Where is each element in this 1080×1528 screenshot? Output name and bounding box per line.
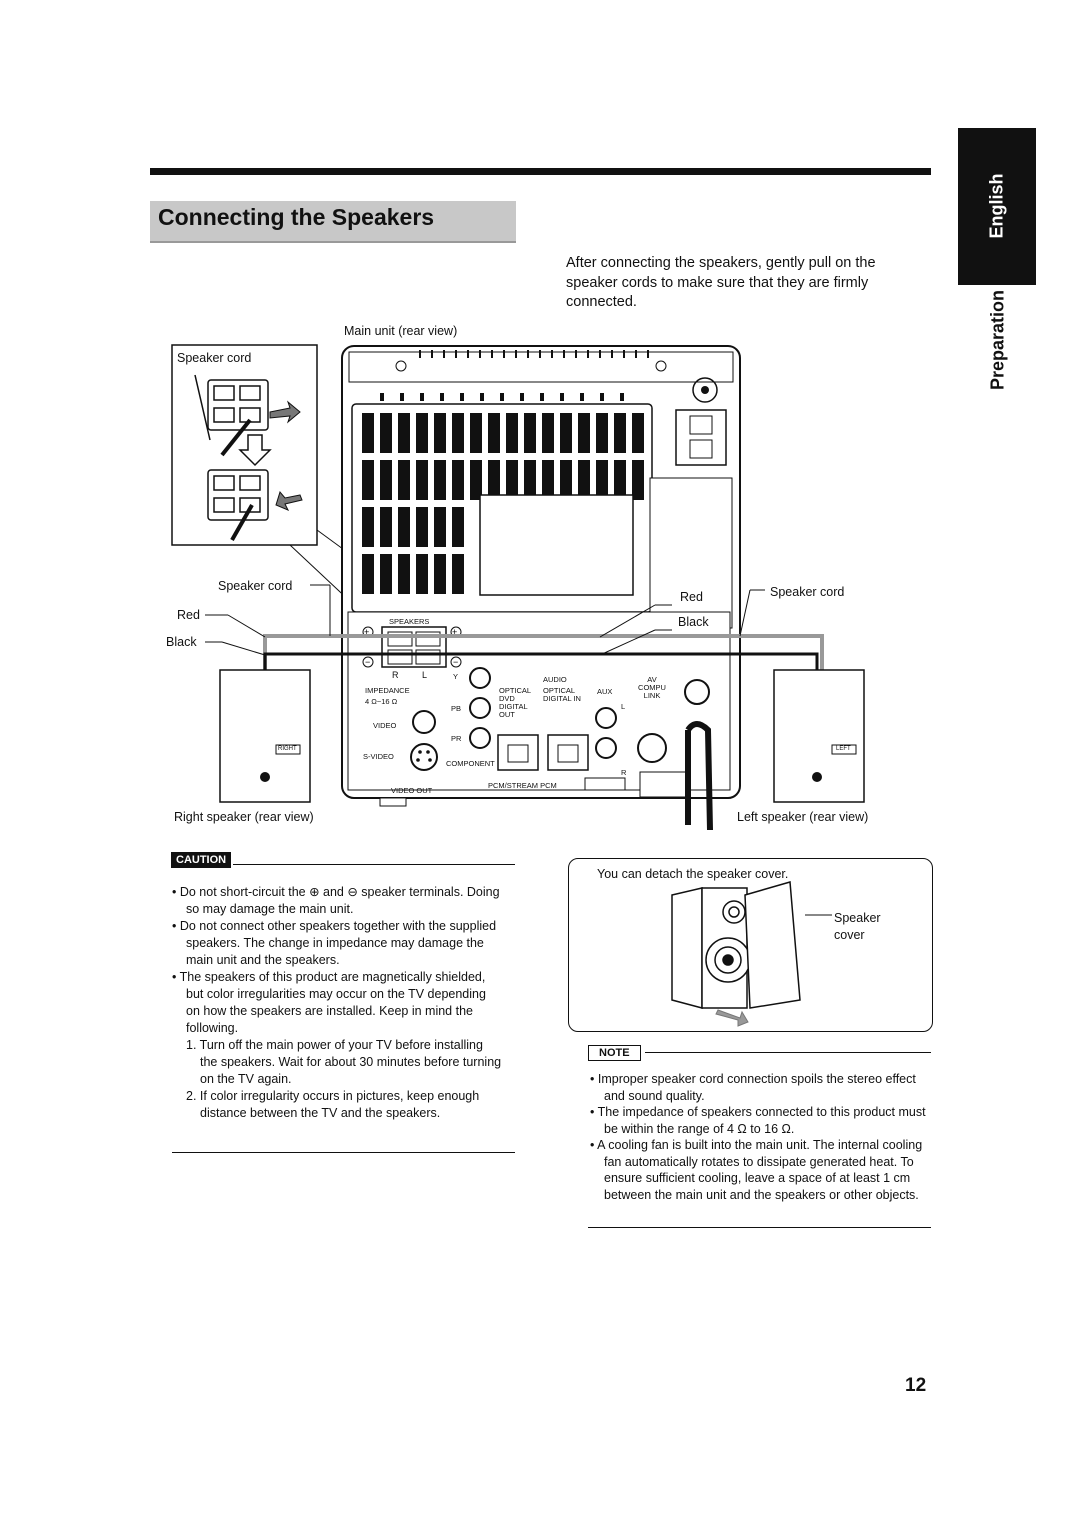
caution-step: 2. If color irregularity occurs in pictu… [186, 1089, 480, 1120]
caution-item: • The speakers of this product are magne… [172, 970, 486, 1035]
note-item: • Improper speaker cord connection spoil… [590, 1072, 916, 1103]
red-label-right: Red [680, 590, 703, 604]
panel-video: VIDEO [373, 721, 397, 730]
right-speaker [219, 669, 311, 803]
right-speaker-label: Right speaker (rear view) [174, 810, 314, 824]
caution-list: • Do not short-circuit the ⊕ and ⊖ speak… [172, 884, 502, 1122]
down-arrow-icon [238, 434, 272, 467]
note-tag: NOTE [588, 1045, 641, 1061]
panel-pcm-stream: PCM/STREAM PCM [488, 781, 557, 790]
panel-impedance-value: 4 Ω~16 Ω [365, 697, 398, 706]
panel-impedance: IMPEDANCE [365, 686, 410, 695]
caution-item: • Do not short-circuit the ⊕ and ⊖ speak… [172, 885, 500, 916]
panel-l: L [422, 670, 428, 680]
header-rule [150, 168, 931, 175]
terminal-block-top [207, 379, 269, 431]
panel-aux: AUX [597, 687, 613, 696]
note-bottom-rule [588, 1227, 931, 1228]
tab-english: English [958, 128, 1036, 285]
note-item: • The impedance of speakers connected to… [590, 1105, 926, 1136]
caution-bottom-rule [172, 1152, 515, 1153]
panel-r: R [392, 670, 399, 680]
panel-svideo: S-VIDEO [363, 752, 394, 761]
red-label-left: Red [177, 608, 200, 622]
main-unit-label: Main unit (rear view) [344, 324, 458, 338]
note-item: • A cooling fan is built into the main u… [590, 1138, 923, 1202]
page-number: 12 [905, 1375, 927, 1396]
terminal-block-bottom [207, 469, 269, 521]
panel-component: COMPONENT [446, 759, 495, 768]
svg-text:+: + [452, 627, 457, 637]
caution-rule [233, 864, 515, 865]
title-background [150, 201, 516, 243]
note-list: • Improper speaker cord connection spoil… [590, 1071, 928, 1203]
panel-pr: PR [451, 734, 462, 743]
caution-tag: CAUTION [171, 852, 232, 868]
caution-item: • Do not connect other speakers together… [172, 919, 497, 967]
label-plate [479, 494, 634, 596]
panel-audio: AUDIO [543, 675, 567, 684]
panel-video-out: VIDEO OUT [391, 786, 433, 795]
panel-optical-digital: OPTICAL DIGITAL IN [543, 686, 581, 703]
black-label-left: Black [166, 635, 197, 649]
panel-r-channel: R [621, 768, 627, 777]
panel-l-channel: L [621, 702, 626, 711]
left-speaker-label: Left speaker (rear view) [737, 810, 869, 824]
svg-text:−: − [453, 657, 458, 667]
left-speaker [773, 669, 865, 803]
note-rule [645, 1052, 931, 1053]
speaker-cord-label-left: Speaker cord [218, 579, 293, 593]
speaker-cover-text: You can detach the speaker cover. [597, 867, 789, 881]
panel-optical-dvd: OPTICAL DVD DIGITAL OUT [499, 686, 531, 719]
panel-speakers: SPEAKERS [389, 617, 430, 626]
speaker-cord-label-inset: Speaker cord [177, 351, 252, 365]
svg-text:−: − [365, 657, 370, 667]
speaker-cord-label-right: Speaker cord [770, 585, 845, 599]
panel-pb: PB [451, 704, 462, 713]
speaker-cover-box [568, 858, 933, 1032]
black-label-right: Black [678, 615, 709, 629]
caution-step: 1. Turn off the main power of your TV be… [186, 1038, 502, 1086]
page-title: Connecting the Speakers [158, 204, 435, 230]
right-badge: RIGHT [278, 746, 297, 752]
speaker-cover-illustration [671, 881, 801, 1009]
intro-text: After connecting the speakers, gently pu… [566, 255, 876, 310]
speaker-cover-label: Speaker cover [834, 911, 881, 942]
svg-text:+: + [364, 627, 369, 637]
left-badge: LEFT [836, 746, 851, 752]
panel-y: Y [453, 672, 459, 681]
panel-av-compu-link: AV COMPU LINK [638, 675, 666, 700]
side-tab: English [958, 128, 1036, 418]
